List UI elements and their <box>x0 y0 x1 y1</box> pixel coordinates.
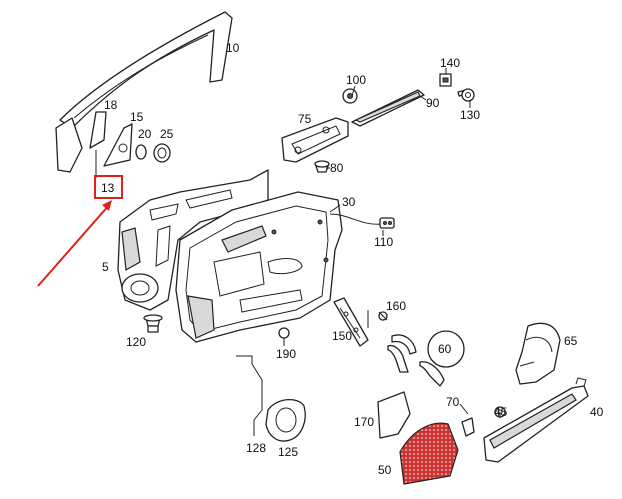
callout-60: 60 <box>438 342 452 356</box>
callout-130: 130 <box>460 108 480 122</box>
window-frame-trim <box>55 11 233 173</box>
callout-125: 125 <box>278 445 298 459</box>
callout-labels: 10 18 15 20 25 13 100 90 140 130 75 80 3… <box>101 41 604 477</box>
trim-strip-90 <box>351 89 425 127</box>
armrest-strip-40 <box>483 377 589 463</box>
callout-110: 110 <box>374 235 393 249</box>
screw-130 <box>457 88 475 102</box>
expanding-clip-120 <box>143 314 163 333</box>
callout-13: 13 <box>101 181 115 195</box>
door-handle-trim <box>281 117 349 163</box>
leader-lines <box>326 68 501 418</box>
callout-18: 18 <box>104 98 118 112</box>
callout-160: 160 <box>386 299 406 313</box>
bracket-140 <box>439 73 452 87</box>
callout-40: 40 <box>590 405 604 419</box>
foam-pad-50 <box>399 422 459 485</box>
seal-and-cover-60 <box>387 330 465 387</box>
callout-45: 45 <box>494 405 508 419</box>
mirror-triangle-cover <box>103 123 133 167</box>
callout-30: 30 <box>342 195 356 209</box>
callout-170: 170 <box>354 415 374 429</box>
callout-90: 90 <box>426 96 440 110</box>
callout-25: 25 <box>160 127 174 141</box>
callout-75: 75 <box>298 112 312 126</box>
shield-cover-170 <box>377 391 411 439</box>
callout-120: 120 <box>126 335 146 349</box>
speaker-cover-65 <box>515 322 561 385</box>
callout-140: 140 <box>440 56 460 70</box>
door-carrier-panel <box>117 169 269 311</box>
callout-128: 128 <box>246 441 266 455</box>
door-trim-panel <box>175 191 343 343</box>
part-13-highlight <box>37 175 123 287</box>
clip-70 <box>461 417 475 437</box>
callout-70: 70 <box>446 395 460 409</box>
screw-190 <box>278 327 290 346</box>
callout-150: 150 <box>332 329 352 343</box>
callout-80: 80 <box>330 161 344 175</box>
grommet-25 <box>153 143 171 163</box>
callout-10: 10 <box>226 41 240 55</box>
callout-20: 20 <box>138 127 152 141</box>
callout-100: 100 <box>346 73 366 87</box>
corner-trim-18 <box>89 111 107 178</box>
round-seal-125 <box>265 399 306 442</box>
callout-50: 50 <box>378 463 392 477</box>
callout-65: 65 <box>564 334 578 348</box>
cable-connector <box>329 213 395 229</box>
switch-bracket-150 <box>333 297 369 347</box>
screw-160 <box>378 311 388 321</box>
callout-190: 190 <box>276 347 296 361</box>
callout-5: 5 <box>102 260 109 274</box>
lock-rod-128 <box>236 355 263 436</box>
push-clip-80 <box>314 160 330 173</box>
round-cap-100 <box>342 88 358 104</box>
callout-15: 15 <box>130 110 144 124</box>
clip-20 <box>135 144 147 160</box>
